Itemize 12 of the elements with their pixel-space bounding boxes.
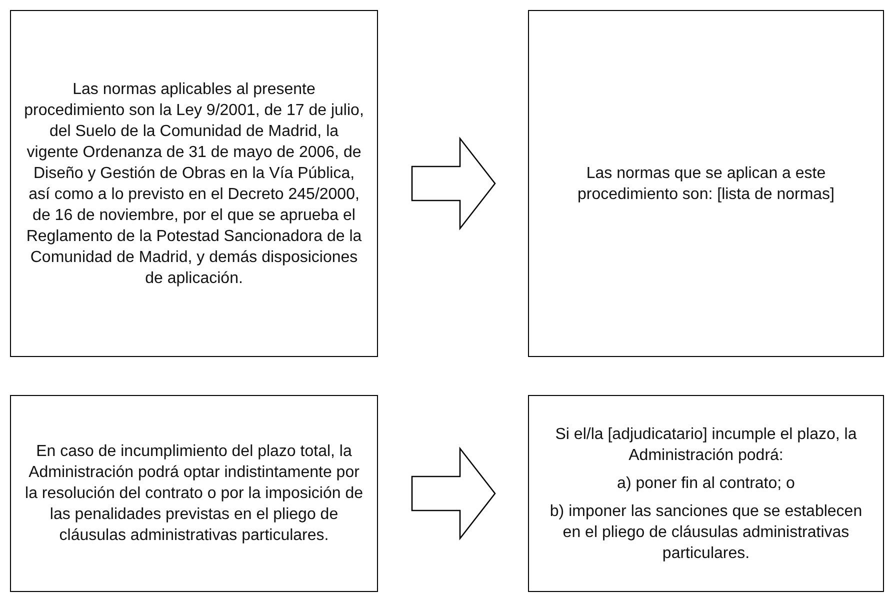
text-box xyxy=(10,395,378,592)
block-arrow xyxy=(411,446,496,540)
paragraph: Las normas que se aplican a este procedimiento son: [lista de normas] xyxy=(576,164,836,204)
paragraph: En caso de incumplimiento del plazo total, la Administración podrá optar indistintamente por la resolución del contrato o por la imposición de las penalidades previstas en el pliego de cláusulas administrativas particulares. xyxy=(24,442,364,546)
block-arrow xyxy=(411,136,496,230)
paragraph: Si el/la [adjudicatario] incumple el plazo, la Administración podrá: xyxy=(554,424,858,466)
paragraph: b) imponer las sanciones que se establecen en el pliego de cláusulas administrativas particulares. xyxy=(548,502,864,564)
paragraph: a) poner fin al contrato; o xyxy=(617,474,795,494)
text-box xyxy=(528,395,884,592)
paragraph: Las normas aplicables al presente procedimiento son la Ley 9/2001, de 17 de julio, del Suelo de la Comunidad de Madrid, la vigente Ordenanza de 31 de mayo de 2006, de Diseño y Gestión de Obras en la Vía Pública, así como a lo previsto en el Decreto 245/2000, de 16 de noviembre, por el que se aprueba el Reglamento de la Potestad Sancionadora de la Comunidad de Madrid, y demás disposiciones de aplicación. xyxy=(23,80,365,288)
text-box xyxy=(10,10,378,357)
text-box xyxy=(528,10,884,357)
